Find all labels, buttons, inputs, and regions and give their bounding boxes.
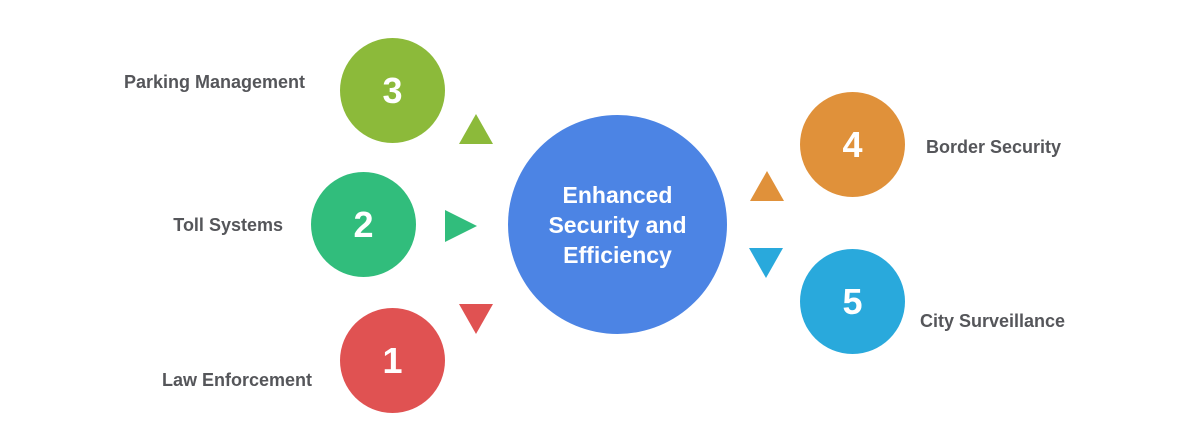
- arrow-up-icon: [459, 114, 493, 144]
- node-number: 1: [382, 339, 403, 381]
- label-city-surveillance: City Surveillance: [920, 311, 1066, 331]
- node-circle-city-surveillance: 5: [800, 249, 905, 354]
- node-circle-parking-management: 3: [340, 38, 445, 143]
- node-circle-border-security: 4: [800, 92, 905, 197]
- node-circle-toll-systems: 2: [311, 172, 416, 277]
- label-toll-systems: Toll Systems: [173, 215, 283, 235]
- node-number: 3: [382, 69, 403, 111]
- node-number: 5: [842, 280, 863, 322]
- center-hub-label: Enhanced Security and Efficiency: [548, 181, 687, 268]
- arrow-down-icon: [749, 248, 783, 278]
- label-border-security: Border Security: [926, 137, 1062, 157]
- arrow-down-icon: [459, 304, 493, 334]
- node-circle-law-enforcement: 1: [340, 308, 445, 413]
- arrow-up-icon: [750, 171, 784, 201]
- node-number: 4: [842, 123, 863, 165]
- center-hub-circle: Enhanced Security and Efficiency: [508, 115, 727, 334]
- label-law-enforcement: Law Enforcement: [161, 370, 312, 390]
- arrow-right-icon: [445, 210, 477, 242]
- label-parking-management: Parking Management: [123, 72, 305, 92]
- node-number: 2: [353, 203, 374, 245]
